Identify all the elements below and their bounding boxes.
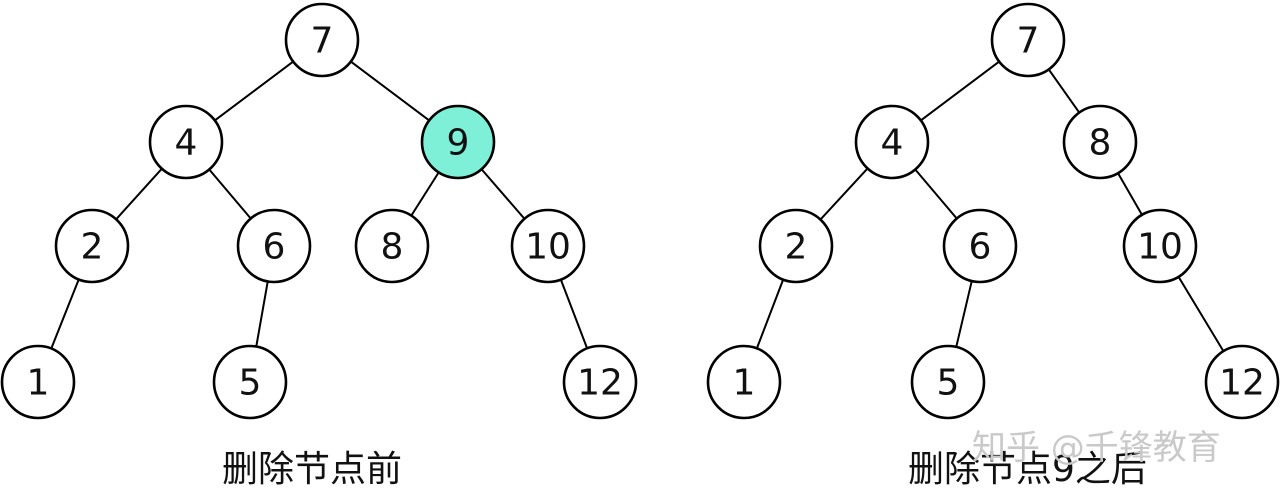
before-node-6: 6 bbox=[236, 208, 312, 284]
after-node-label-12: 12 bbox=[1219, 363, 1265, 404]
after-edge-4-2 bbox=[819, 167, 869, 221]
before-edge-7-9 bbox=[350, 60, 430, 122]
watermark-text: 知乎 @千锋教育 bbox=[972, 428, 1221, 468]
after-node-6: 6 bbox=[942, 208, 1018, 284]
before-node-label-5: 5 bbox=[239, 363, 262, 404]
before-edge-9-8 bbox=[410, 171, 440, 217]
before-node-label-1: 1 bbox=[27, 363, 50, 404]
after-node-label-7: 7 bbox=[1017, 21, 1040, 62]
after-node-4: 4 bbox=[854, 104, 930, 180]
before-tree-edges bbox=[50, 60, 589, 349]
after-node-circle-5 bbox=[910, 344, 986, 420]
after-node-7: 7 bbox=[990, 2, 1066, 78]
before-node-label-7: 7 bbox=[311, 21, 334, 62]
after-edge-2-1 bbox=[755, 279, 785, 349]
before-node-circle-4 bbox=[148, 104, 224, 180]
before-node-label-10: 10 bbox=[525, 227, 571, 268]
before-node-4: 4 bbox=[148, 104, 224, 180]
before-node-circle-7 bbox=[284, 2, 360, 78]
after-node-12: 12 bbox=[1204, 344, 1280, 420]
after-node-circle-1 bbox=[706, 344, 782, 420]
before-node-label-4: 4 bbox=[175, 123, 198, 164]
before-node-circle-9 bbox=[420, 104, 496, 180]
before-node-5: 5 bbox=[212, 344, 288, 420]
after-edge-7-4 bbox=[920, 60, 1000, 122]
before-node-circle-2 bbox=[54, 208, 130, 284]
after-node-1: 1 bbox=[706, 344, 782, 420]
before-node-8: 8 bbox=[354, 208, 430, 284]
after-node-label-2: 2 bbox=[785, 227, 808, 268]
before-node-circle-1 bbox=[0, 344, 76, 420]
after-node-2: 2 bbox=[758, 208, 834, 284]
before-node-10: 10 bbox=[510, 208, 586, 284]
after-node-label-4: 4 bbox=[881, 123, 904, 164]
before-tree-nodes: 7 4 9 2 6 8 10 1 5 12 bbox=[0, 2, 638, 420]
after-edge-10-12 bbox=[1177, 276, 1225, 352]
after-node-10: 10 bbox=[1122, 208, 1198, 284]
before-node-2: 2 bbox=[54, 208, 130, 284]
before-node-circle-12 bbox=[562, 344, 638, 420]
before-node-label-8: 8 bbox=[381, 227, 404, 268]
after-edge-6-5 bbox=[955, 280, 973, 348]
before-node-1: 1 bbox=[0, 344, 76, 420]
before-edge-2-1 bbox=[50, 279, 80, 349]
before-node-label-12: 12 bbox=[577, 363, 623, 404]
after-node-5: 5 bbox=[910, 344, 986, 420]
after-node-label-5: 5 bbox=[937, 363, 960, 404]
after-edge-7-8 bbox=[1047, 68, 1081, 114]
before-caption: 删除节点前 bbox=[222, 449, 403, 490]
before-edge-9-10 bbox=[480, 168, 526, 220]
after-node-8: 8 bbox=[1062, 104, 1138, 180]
before-node-label-2: 2 bbox=[81, 227, 104, 268]
after-node-label-1: 1 bbox=[733, 363, 756, 404]
after-node-circle-8 bbox=[1062, 104, 1138, 180]
after-edge-8-10 bbox=[1117, 172, 1143, 216]
before-edge-6-5 bbox=[255, 281, 269, 347]
after-node-label-10: 10 bbox=[1137, 227, 1183, 268]
before-node-label-6: 6 bbox=[263, 227, 286, 268]
before-node-label-9: 9 bbox=[447, 123, 470, 164]
before-node-circle-6 bbox=[236, 208, 312, 284]
after-edge-4-6 bbox=[914, 168, 958, 220]
after-tree-nodes: 7 4 8 2 6 10 1 5 12 bbox=[706, 2, 1280, 420]
before-node-circle-10 bbox=[510, 208, 586, 284]
before-node-12: 12 bbox=[562, 344, 638, 420]
after-node-circle-7 bbox=[990, 2, 1066, 78]
before-node-circle-5 bbox=[212, 344, 288, 420]
before-edge-10-12 bbox=[559, 279, 589, 349]
before-node-7: 7 bbox=[284, 2, 360, 78]
after-node-label-6: 6 bbox=[969, 227, 992, 268]
after-node-label-8: 8 bbox=[1089, 123, 1112, 164]
before-node-9: 9 bbox=[420, 104, 496, 180]
before-node-circle-8 bbox=[354, 208, 430, 284]
after-node-circle-6 bbox=[942, 208, 1018, 284]
after-caption: 删除节点9之后 bbox=[908, 449, 1147, 490]
after-node-circle-2 bbox=[758, 208, 834, 284]
after-node-circle-10 bbox=[1122, 208, 1198, 284]
before-edge-4-6 bbox=[208, 168, 252, 220]
before-edge-7-4 bbox=[214, 60, 294, 122]
before-edge-4-2 bbox=[115, 168, 163, 220]
after-tree-edges bbox=[755, 60, 1225, 352]
after-node-circle-4 bbox=[854, 104, 930, 180]
after-node-circle-12 bbox=[1204, 344, 1280, 420]
